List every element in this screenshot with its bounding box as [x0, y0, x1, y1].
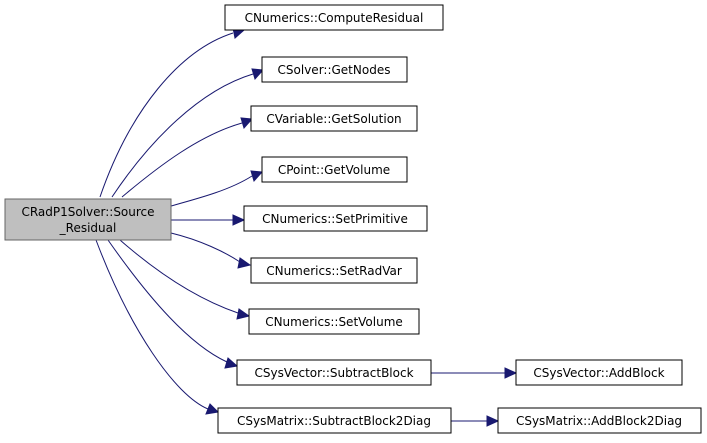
- node-compute-residual-label: CNumerics::ComputeResidual: [245, 11, 424, 25]
- node-subtract-block2diag-label: CSysMatrix::SubtractBlock2Diag: [237, 414, 431, 428]
- node-set-rad-var-label: CNumerics::SetRadVar: [266, 264, 402, 278]
- edge-to-compute-residual: [99, 32, 234, 198]
- node-subtract-block-label: CSysVector::SubtractBlock: [254, 366, 413, 380]
- arrowhead-subtract-block2diag: [205, 403, 220, 415]
- arrowhead-add-block: [504, 367, 518, 379]
- edge-to-set-rad-var: [170, 232, 241, 263]
- arrowhead-add-block2diag: [486, 415, 500, 427]
- node-set-rad-var[interactable]: CNumerics::SetRadVar: [250, 257, 418, 284]
- edge-to-get-nodes: [111, 73, 254, 198]
- node-set-primitive[interactable]: CNumerics::SetPrimitive: [243, 205, 428, 232]
- edge-to-set-volume: [119, 239, 239, 314]
- node-get-solution[interactable]: CVariable::GetSolution: [250, 105, 418, 132]
- arrowhead-set-volume: [236, 308, 251, 320]
- node-get-volume-label: CPoint::GetVolume: [278, 163, 390, 177]
- node-source[interactable]: CRadP1Solver::Source _Residual: [4, 198, 172, 241]
- arrowhead-subtract-block: [224, 357, 239, 369]
- arrowhead-set-primitive: [232, 214, 246, 226]
- edge-to-subtract-block: [107, 239, 228, 363]
- node-subtract-block2diag[interactable]: CSysMatrix::SubtractBlock2Diag: [217, 407, 452, 434]
- edge-to-get-solution: [121, 122, 243, 198]
- node-get-nodes[interactable]: CSolver::GetNodes: [261, 56, 408, 83]
- node-get-solution-label: CVariable::GetSolution: [266, 112, 401, 126]
- arrowhead-get-volume: [250, 170, 264, 183]
- node-add-block[interactable]: CSysVector::AddBlock: [515, 359, 683, 386]
- arrowhead-set-rad-var: [237, 257, 252, 269]
- arrowhead-get-nodes: [251, 68, 265, 81]
- edge-to-get-volume: [170, 175, 253, 207]
- node-set-volume[interactable]: CNumerics::SetVolume: [248, 308, 420, 335]
- node-get-nodes-label: CSolver::GetNodes: [278, 63, 391, 77]
- node-source-label-line1: CRadP1Solver::Source: [21, 205, 154, 219]
- node-set-volume-label: CNumerics::SetVolume: [265, 315, 403, 329]
- node-add-block2diag-label: CSysMatrix::AddBlock2Diag: [516, 414, 682, 428]
- node-get-volume[interactable]: CPoint::GetVolume: [261, 156, 408, 183]
- node-add-block-label: CSysVector::AddBlock: [533, 366, 664, 380]
- node-add-block2diag[interactable]: CSysMatrix::AddBlock2Diag: [497, 407, 702, 434]
- node-set-primitive-label: CNumerics::SetPrimitive: [262, 212, 408, 226]
- node-compute-residual[interactable]: CNumerics::ComputeResidual: [224, 4, 444, 31]
- edge-to-subtract-block2diag: [95, 239, 209, 410]
- node-subtract-block[interactable]: CSysVector::SubtractBlock: [236, 359, 432, 386]
- arrowhead-get-solution: [240, 117, 254, 130]
- node-source-label-line2: _Residual: [59, 221, 117, 235]
